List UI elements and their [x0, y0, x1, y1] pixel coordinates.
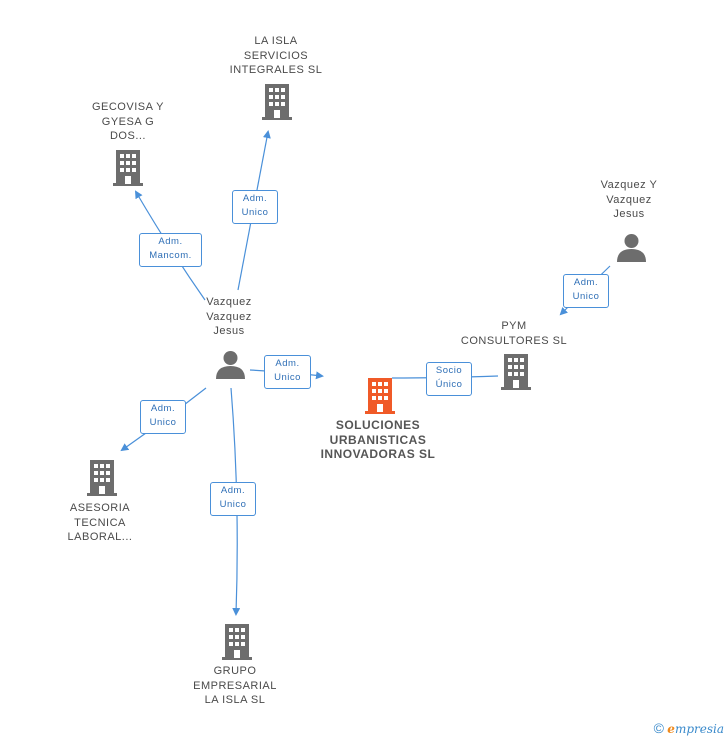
node-label-soluciones-urbanisticas[interactable]: SOLUCIONES URBANISTICAS INNOVADORAS SL — [320, 418, 436, 461]
person-icon[interactable] — [216, 350, 245, 379]
edge-label-adm-unico: Adm.Unico — [264, 355, 311, 389]
node-label-grupo-empresarial[interactable]: GRUPO EMPRESARIAL LA ISLA SL — [193, 665, 277, 706]
node-label-asesoria-tecnica[interactable]: ASESORIA TECNICA LABORAL... — [67, 502, 133, 543]
edge-label-adm-unico: Adm.Unico — [140, 400, 186, 434]
building-icon[interactable] — [113, 150, 143, 186]
building-icon[interactable] — [87, 460, 117, 496]
edge-label-adm-unico: Adm.Unico — [210, 482, 256, 516]
edge-label-adm-unico: Adm.Unico — [232, 190, 278, 224]
building-icon[interactable] — [262, 84, 292, 120]
empresia-logo[interactable]: empresia — [667, 722, 724, 736]
node-label-la-isla-servicios[interactable]: LA ISLA SERVICIOS INTEGRALES SL — [229, 35, 323, 76]
building-icon-focus[interactable] — [365, 378, 395, 414]
node-label-gecovisa[interactable]: GECOVISA Y GYESA G DOS... — [91, 101, 165, 142]
building-icon[interactable] — [222, 624, 252, 660]
edge-label-adm-unico: Adm.Unico — [563, 274, 609, 308]
edge-label-adm-mancom: Adm.Mancom. — [139, 233, 202, 267]
building-icon[interactable] — [501, 354, 531, 390]
empresia-footer: © empresia — [654, 720, 724, 736]
node-label-pym-consultores[interactable]: PYM CONSULTORES SL — [460, 320, 568, 347]
node-label-vazquez-y-vazquez-jesus[interactable]: Vazquez Y Vazquez Jesus — [600, 179, 658, 220]
node-label-vazquez-vazquez-jesus[interactable]: Vazquez Vazquez Jesus — [206, 296, 252, 337]
copyright-icon: © — [653, 720, 664, 736]
person-icon[interactable] — [617, 233, 646, 262]
